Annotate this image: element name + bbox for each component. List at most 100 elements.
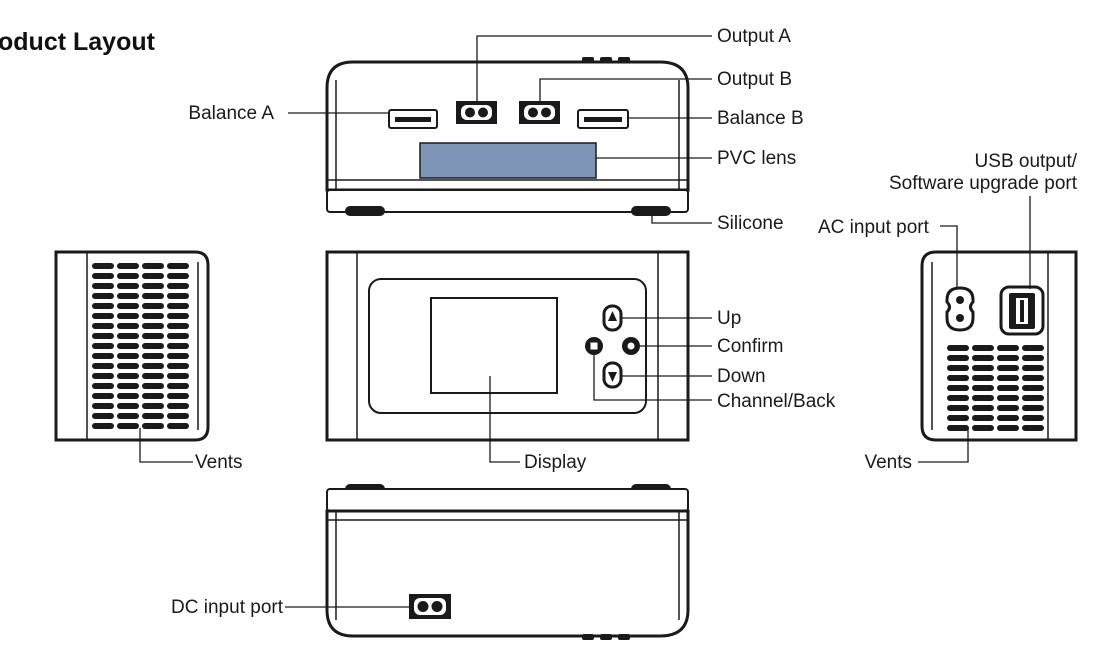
vent-slot xyxy=(117,263,139,269)
vent-slot xyxy=(142,423,164,429)
vent-slot xyxy=(117,423,139,429)
vent-slot xyxy=(167,323,189,329)
vent-slot xyxy=(1022,365,1044,371)
vent-slot xyxy=(997,355,1019,361)
vent-slot xyxy=(92,373,114,379)
vent-slot xyxy=(92,383,114,389)
display-leader xyxy=(489,376,520,463)
vent-slot xyxy=(947,425,969,431)
bottom-view xyxy=(325,484,690,640)
up-button xyxy=(602,304,623,332)
confirm-button xyxy=(622,337,640,355)
vent-slot xyxy=(167,363,189,369)
vent-slot xyxy=(92,413,114,419)
vent-slot xyxy=(92,333,114,339)
vent-slot xyxy=(1022,385,1044,391)
ac-input-port-label: AC input port xyxy=(818,217,930,238)
down-label: Down xyxy=(717,366,766,387)
channel-back-button xyxy=(585,337,603,355)
vent-slot xyxy=(997,425,1019,431)
vent-slot xyxy=(92,323,114,329)
vent-slot xyxy=(117,393,139,399)
vent-slot xyxy=(972,415,994,421)
dc-input-port-label: DC input port xyxy=(171,597,284,618)
output-b-label: Output B xyxy=(717,69,792,90)
vent-slot xyxy=(142,413,164,419)
vent-slot xyxy=(117,383,139,389)
vent-slot xyxy=(972,425,994,431)
vent-slot xyxy=(142,283,164,289)
vent-slot xyxy=(142,263,164,269)
vent-slot xyxy=(167,343,189,349)
vents-right-grille xyxy=(947,345,1044,431)
vent-slot xyxy=(972,395,994,401)
vent-slot xyxy=(167,403,189,409)
vent-slot xyxy=(142,403,164,409)
vent-slot xyxy=(117,283,139,289)
vent-slot xyxy=(997,415,1019,421)
balance-a-port xyxy=(388,109,438,129)
vent-slot xyxy=(142,363,164,369)
pvc-lens xyxy=(419,142,597,179)
vent-slot xyxy=(167,333,189,339)
vent-slot xyxy=(947,345,969,351)
vent-slot xyxy=(117,293,139,299)
vent-slot xyxy=(947,395,969,401)
vent-slot xyxy=(142,293,164,299)
vent-slot xyxy=(92,293,114,299)
vent-slot xyxy=(997,405,1019,411)
vent-slot xyxy=(117,333,139,339)
vent-slot xyxy=(167,423,189,429)
vent-slot xyxy=(142,333,164,339)
vent-slot xyxy=(167,353,189,359)
display-screen xyxy=(430,297,558,394)
vent-slot xyxy=(117,273,139,279)
vent-slot xyxy=(167,313,189,319)
vent-slot xyxy=(92,303,114,309)
silicone-label: Silicone xyxy=(717,213,784,234)
vent-slot xyxy=(972,385,994,391)
vent-slot xyxy=(1022,355,1044,361)
vent-slot xyxy=(117,323,139,329)
page-title: oduct Layout xyxy=(0,28,156,56)
vent-slot xyxy=(947,355,969,361)
vent-slot xyxy=(972,345,994,351)
vent-slot xyxy=(997,375,1019,381)
vent-slot xyxy=(997,365,1019,371)
vent-slot xyxy=(92,353,114,359)
vent-slot xyxy=(117,363,139,369)
vent-slot xyxy=(142,383,164,389)
vent-slot xyxy=(947,385,969,391)
down-button xyxy=(602,361,623,389)
vent-slot xyxy=(1022,345,1044,351)
right-side-view xyxy=(920,250,1078,442)
output-b-port xyxy=(519,101,560,124)
vent-slot xyxy=(947,365,969,371)
top-view xyxy=(325,57,690,216)
channel-back-label: Channel/Back xyxy=(717,391,836,412)
vent-slot xyxy=(972,375,994,381)
dc-input-port xyxy=(409,594,451,619)
vents-left-label: Vents xyxy=(195,452,243,473)
vent-slot xyxy=(92,343,114,349)
vent-slot xyxy=(142,273,164,279)
vent-slot xyxy=(117,353,139,359)
vent-slot xyxy=(142,353,164,359)
vents-left-grille xyxy=(92,263,189,429)
vent-slot xyxy=(117,403,139,409)
vent-slot xyxy=(142,303,164,309)
balance-b-port xyxy=(577,109,629,129)
vent-slot xyxy=(92,403,114,409)
vent-slot xyxy=(167,273,189,279)
vent-slot xyxy=(1022,375,1044,381)
vent-slot xyxy=(997,385,1019,391)
balance-a-label: Balance A xyxy=(188,103,274,124)
vent-slot xyxy=(997,345,1019,351)
vent-slot xyxy=(947,375,969,381)
vents-right-label: Vents xyxy=(864,452,912,473)
silicone-leader xyxy=(651,212,712,224)
vent-slot xyxy=(142,313,164,319)
vent-slot xyxy=(1022,415,1044,421)
vent-slot xyxy=(972,405,994,411)
